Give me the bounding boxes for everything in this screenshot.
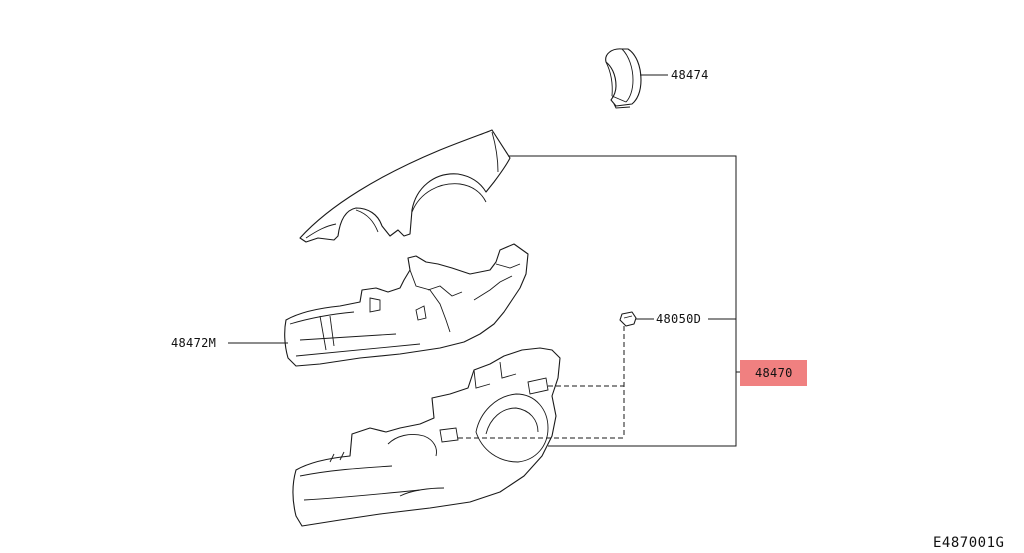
- callout-48472M[interactable]: 48472M: [171, 336, 216, 350]
- callout-48050D[interactable]: 48050D: [656, 312, 701, 326]
- part-48472M-lower-cover[interactable]: [284, 243, 529, 367]
- part-48050D-clip[interactable]: [619, 311, 637, 327]
- callout-48470[interactable]: 48470: [755, 366, 793, 380]
- callout-48474[interactable]: 48474: [671, 68, 709, 82]
- dashed-clip-lines: [458, 326, 625, 439]
- figure-id: E487001G: [933, 535, 1004, 551]
- highlight-48470: [740, 360, 807, 386]
- part-48474-ring[interactable]: [605, 48, 642, 109]
- bottom-column-cover[interactable]: [292, 347, 561, 527]
- upper-column-cover[interactable]: [299, 129, 511, 243]
